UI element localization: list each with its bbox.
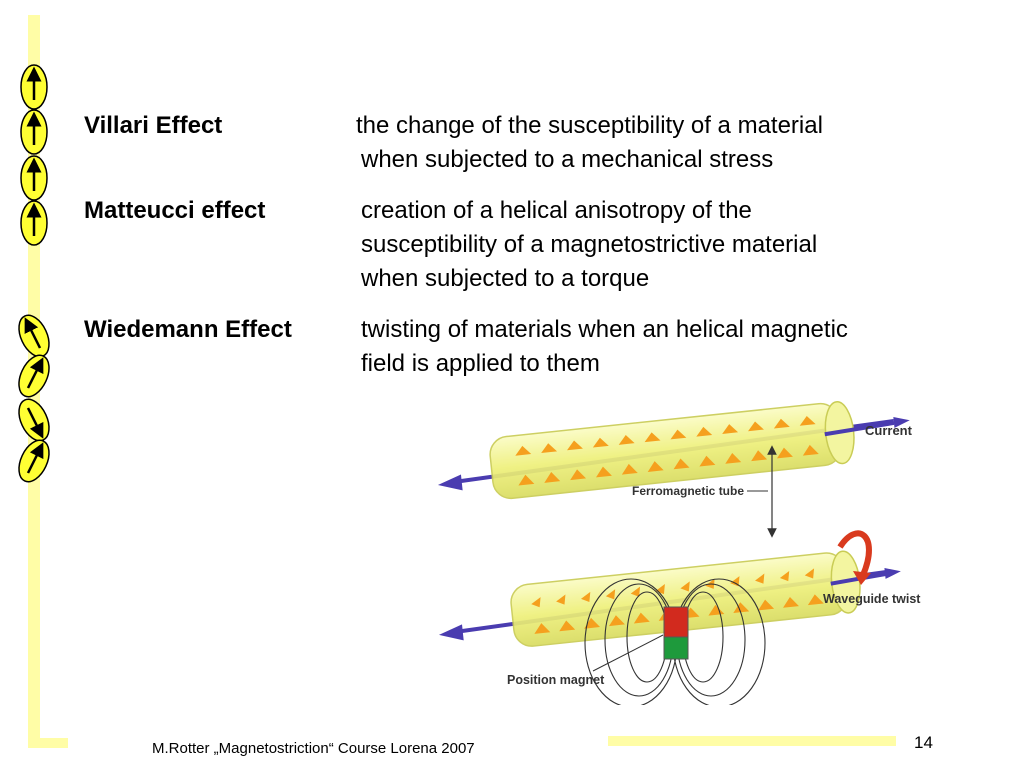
effect-description: creation of a helical anisotropy of the … (361, 194, 817, 296)
current-arrowhead (438, 624, 464, 641)
spin-tilted-icon (18, 439, 50, 483)
twist-arrowhead (853, 571, 871, 585)
description-line: when subjected to a torque (361, 265, 650, 292)
twist-arrow-icon (837, 530, 872, 577)
description-line: twisting of materials when an helical ma… (361, 316, 848, 343)
magnet-label-leader (592, 634, 664, 672)
position-magnet (663, 606, 689, 660)
description-line: creation of a helical anisotropy of the (361, 197, 752, 224)
spin-tilted-icon (18, 354, 50, 398)
description-line: when subjected to a mechanical stress (361, 146, 774, 173)
description-line: the change of the susceptibility of a ma… (356, 112, 823, 139)
page-number: 14 (914, 733, 933, 752)
label-current: Current (865, 423, 913, 438)
effect-description: the change of the susceptibility of a ma… (356, 109, 823, 177)
frame-bottom-left-bar (28, 738, 68, 748)
effect-description: twisting of materials when an helical ma… (361, 313, 848, 381)
description-line: susceptibility of a magnetostrictive mat… (361, 231, 818, 258)
spin-tilted-icon (18, 314, 50, 358)
spin-up-icon (20, 155, 48, 201)
effect-term: Matteucci effect (84, 197, 266, 224)
spin-tilted-icon (18, 398, 50, 442)
description-line: field is applied to them (361, 350, 600, 377)
label-ferromagnetic-tube: Ferromagnetic tube (632, 484, 744, 498)
label-waveguide-twist: Waveguide twist (823, 592, 921, 606)
footer-credit: M.Rotter „Magnetostriction“ Course Loren… (152, 740, 475, 757)
spin-up-icon (20, 64, 48, 110)
upper-tube (437, 401, 910, 500)
wiedemann-diagram: Current Ferromagnetic tube Waveguide twi… (437, 401, 921, 705)
spin-up-icon (20, 200, 48, 246)
label-position-magnet: Position magnet (507, 673, 605, 687)
lower-tube (438, 550, 901, 647)
domain-arrows-lower (531, 568, 824, 634)
current-arrowhead (437, 474, 463, 491)
effect-term: Villari Effect (84, 112, 223, 139)
domain-arrows-upper (515, 416, 819, 486)
spin-up-icon (20, 109, 48, 155)
frame-bottom-right-bar (608, 736, 896, 746)
effect-term: Wiedemann Effect (84, 316, 292, 343)
spin-arrows-column (18, 64, 50, 483)
